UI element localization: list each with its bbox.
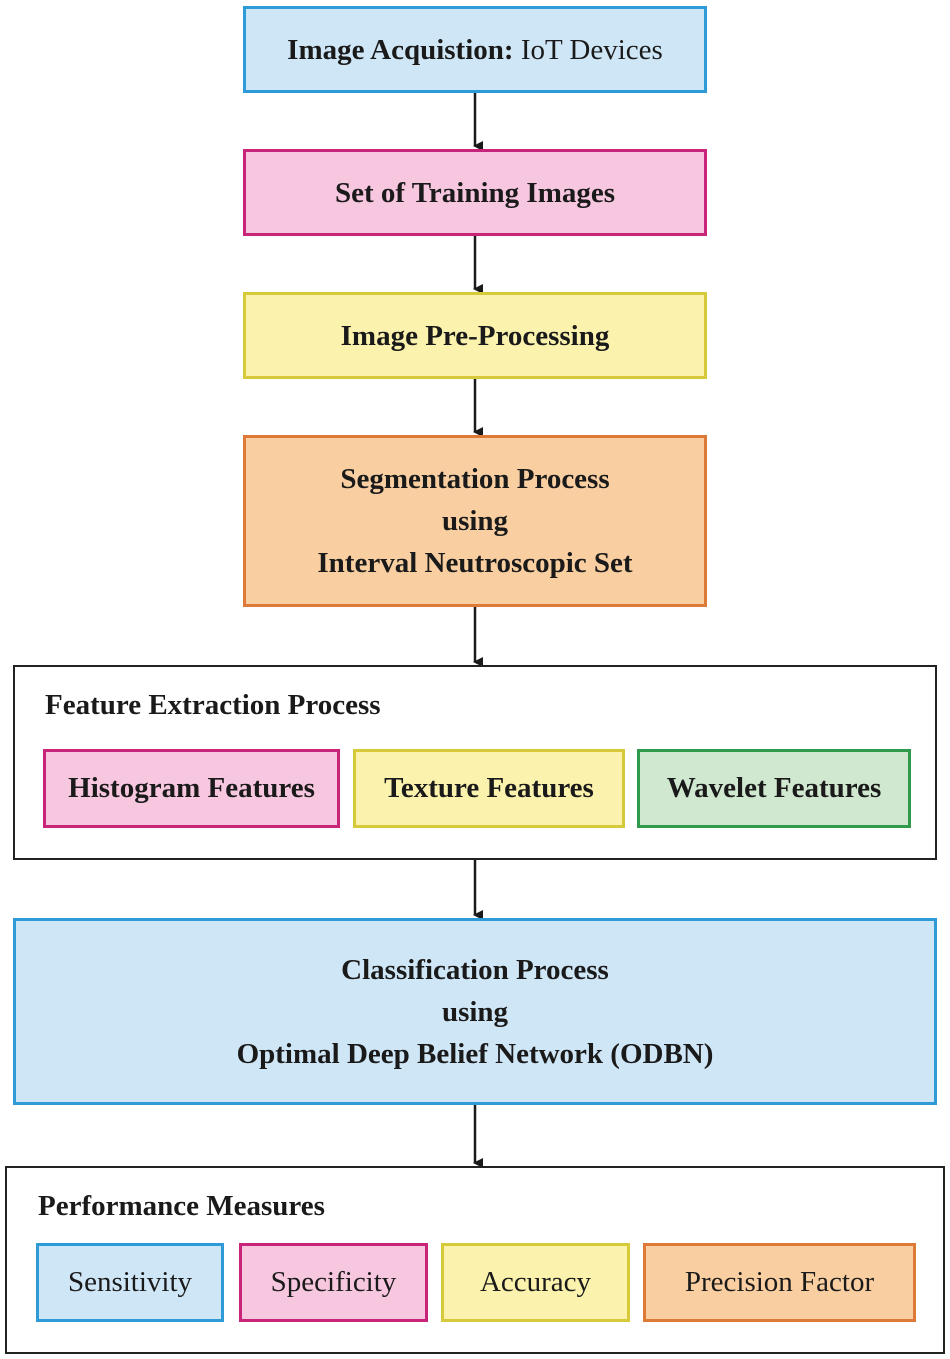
accuracy-box: Accuracy <box>441 1243 630 1322</box>
classification-line2: using <box>441 995 509 1028</box>
sensitivity-box: Sensitivity <box>36 1243 224 1322</box>
segmentation-line1: Segmentation Process <box>340 463 610 495</box>
acquisition-rest-label: IoT Devices <box>513 33 663 66</box>
precision-factor-box: Precision Factor <box>643 1243 916 1322</box>
segmentation-line3: Interval Neutroscopic Set <box>317 547 633 579</box>
acquisition-bold-label: Image Acquistion: <box>287 33 514 66</box>
specificity-box: Specificity <box>239 1243 428 1322</box>
wavelet-features-box: Wavelet Features <box>637 749 911 828</box>
performance-measures-group: Performance Measures Sensitivity Specifi… <box>5 1166 945 1354</box>
training-images-label: Set of Training Images <box>334 176 616 209</box>
segmentation-line2: using <box>441 505 509 537</box>
texture-features-box: Texture Features <box>353 749 625 828</box>
histogram-features-box: Histogram Features <box>43 749 340 828</box>
classification-box: Classification Process using Optimal Dee… <box>13 918 937 1105</box>
image-acquisition-box: Image Acquistion: IoT Devices <box>243 6 707 93</box>
performance-measures-title: Performance Measures <box>38 1190 325 1222</box>
training-images-box: Set of Training Images <box>243 149 707 236</box>
feature-extraction-title: Feature Extraction Process <box>45 689 381 721</box>
preprocessing-label: Image Pre-Processing <box>340 319 610 352</box>
segmentation-box: Segmentation Process using Interval Neut… <box>243 435 707 607</box>
classification-line1: Classification Process <box>341 953 609 986</box>
classification-line3: Optimal Deep Belief Network (ODBN) <box>236 1037 714 1070</box>
feature-extraction-group: Feature Extraction Process Histogram Fea… <box>13 665 937 860</box>
preprocessing-box: Image Pre-Processing <box>243 292 707 379</box>
